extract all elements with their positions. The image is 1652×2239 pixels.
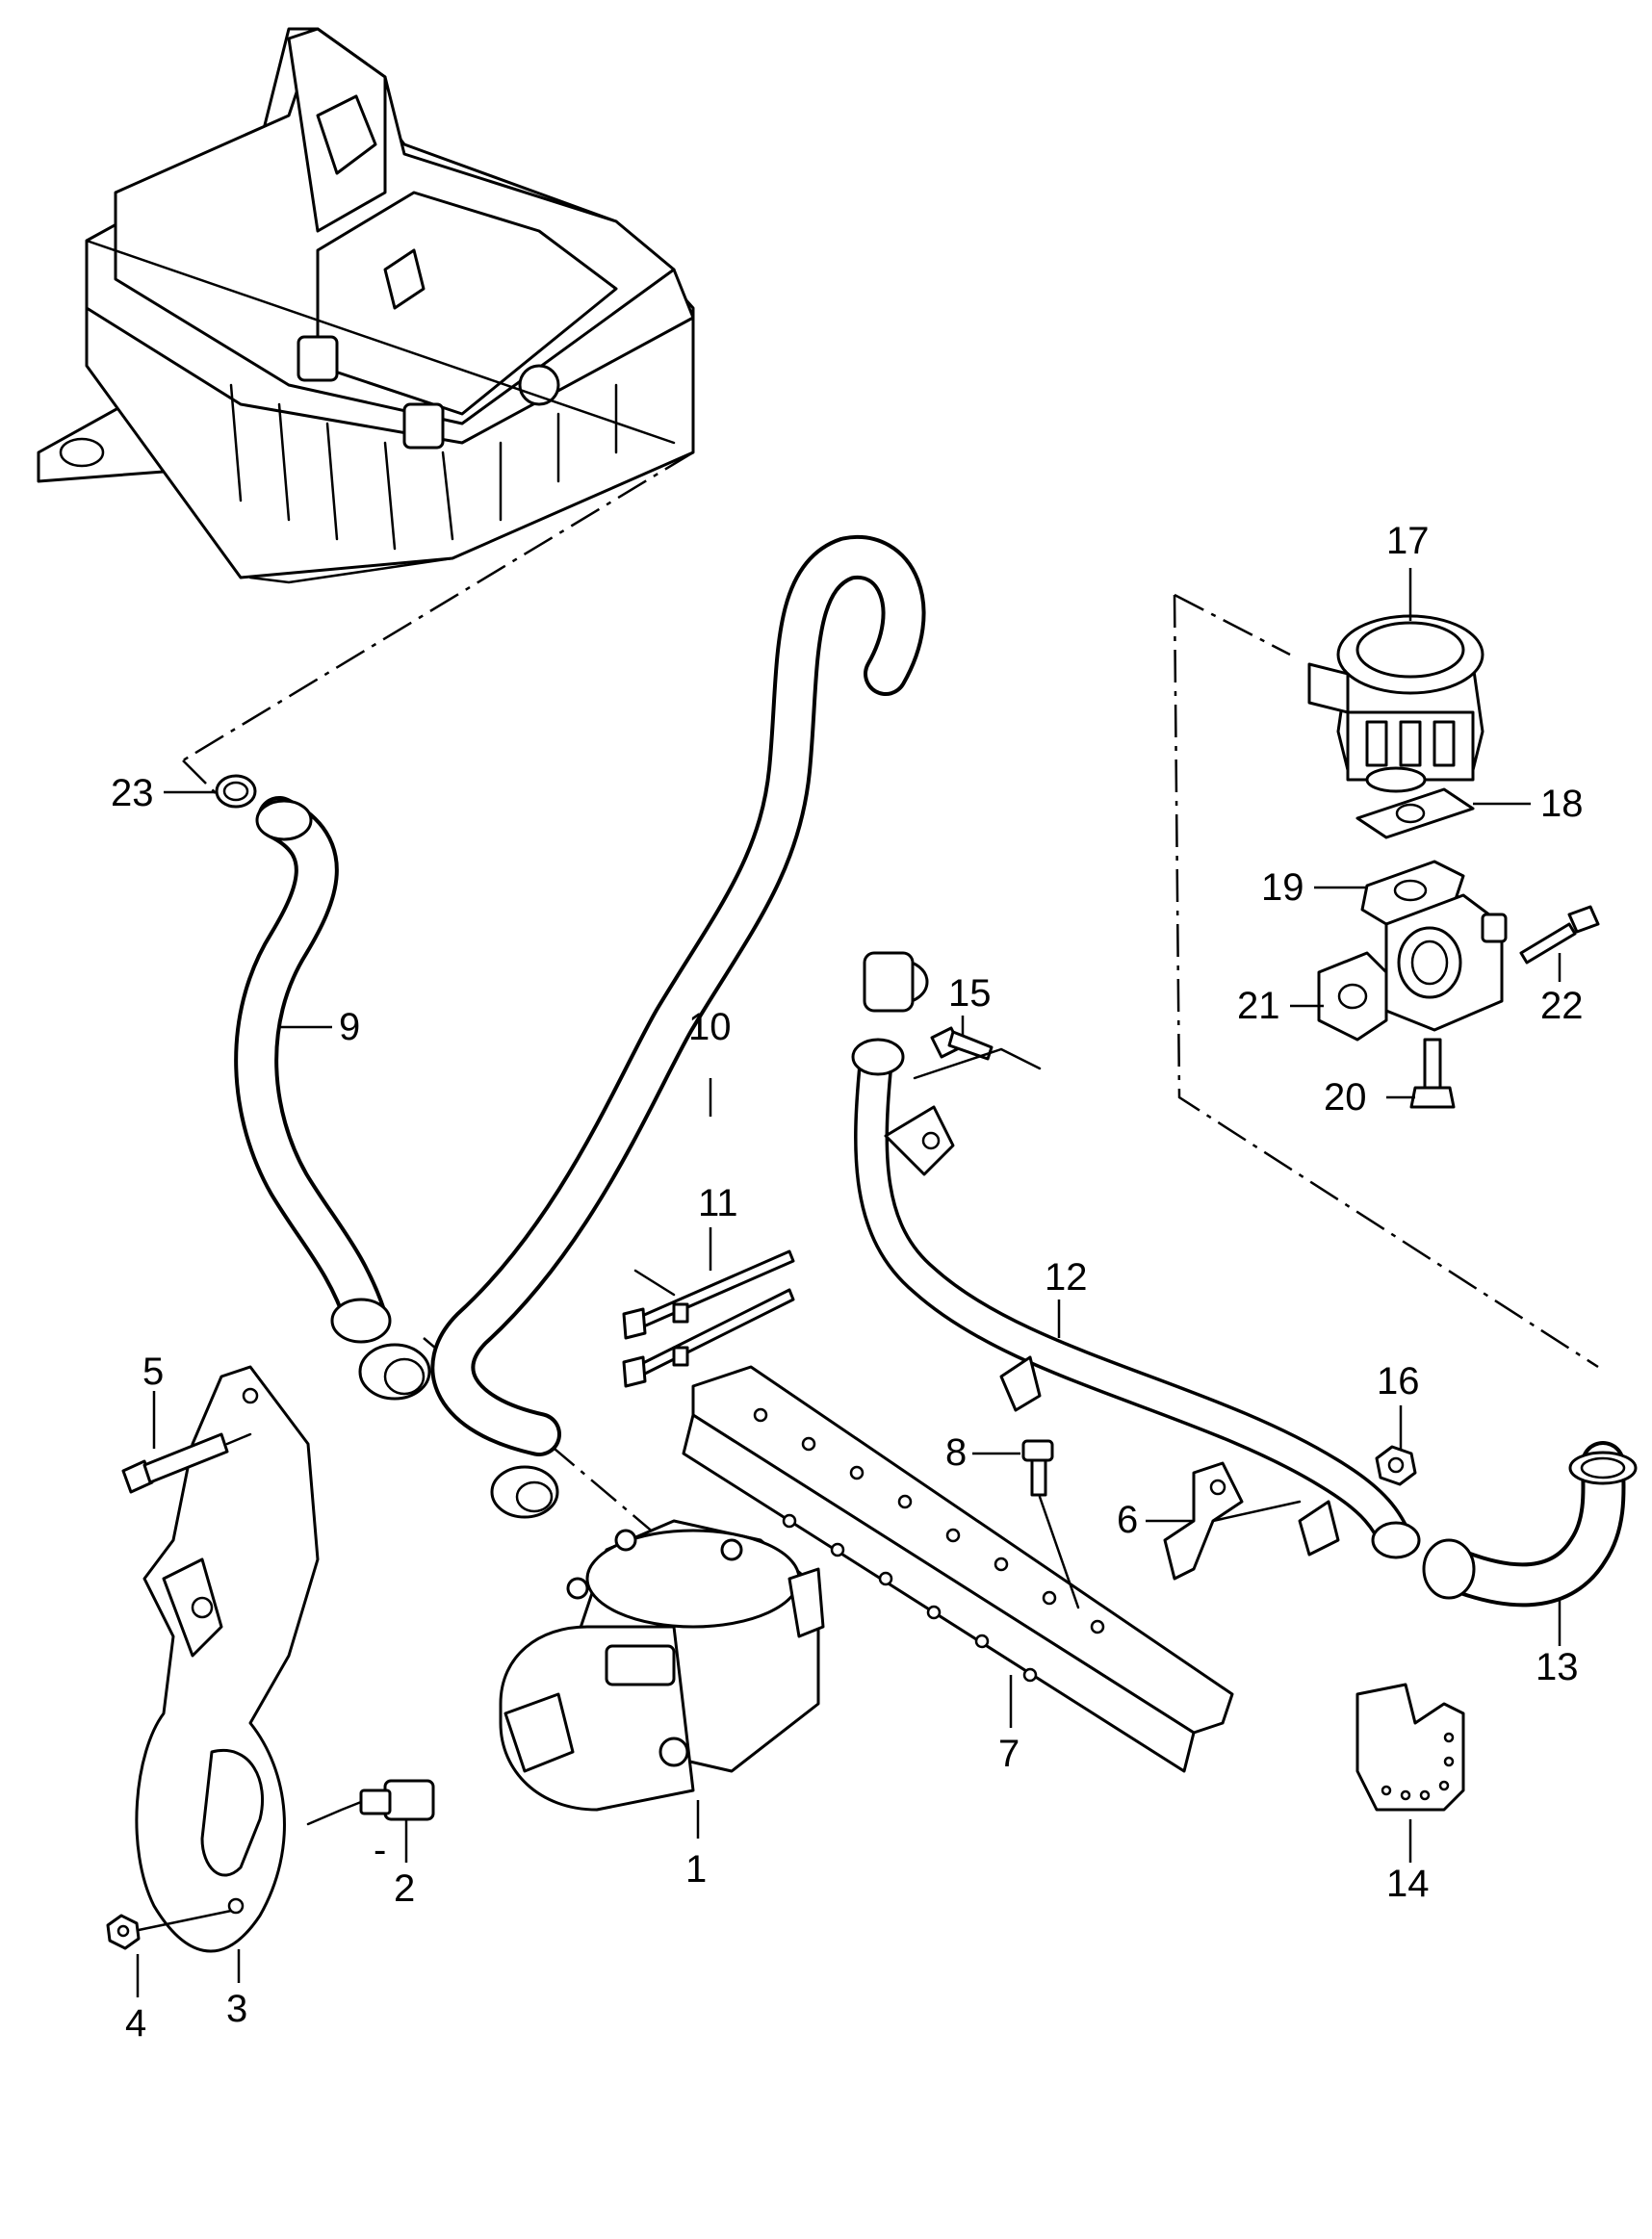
callout-1: 1 [685,1848,707,1891]
callout-10: 10 [688,1006,732,1048]
gasket-18 [1355,787,1475,839]
connection-lines [182,450,1599,1551]
bolt-8 [1021,1439,1080,1609]
callout-21: 21 [1237,985,1280,1027]
callout-20: 20 [1324,1076,1367,1119]
callout-17: 17 [1386,520,1430,562]
callout-2: 2 [394,1867,415,1910]
leader-lines [136,568,1562,1997]
callout-7: 7 [998,1733,1020,1775]
callout-23: 23 [111,772,154,814]
callout-3: 3 [226,1988,247,2030]
hose-9 [234,796,431,1401]
callout-18: 18 [1540,783,1584,825]
callout-5: 5 [142,1351,164,1393]
sensor-2: - [306,1779,435,1871]
svg-text:-: - [374,1829,386,1871]
bolt-5 [121,1432,252,1494]
callout-15: 15 [948,972,992,1015]
hose-10 [430,534,929,1519]
callout-8: 8 [945,1431,967,1474]
nut-4 [106,1909,233,1950]
bracket-rail-7 [682,1365,1234,1773]
callout-13: 13 [1536,1646,1579,1688]
callout-12: 12 [1045,1256,1088,1299]
callout-16: 16 [1377,1360,1420,1403]
bracket-3 [135,1365,320,1953]
bolt-15 [913,1026,1042,1080]
cable-ties-11 [622,1249,795,1388]
callout-4: 4 [125,2002,146,2045]
callout-11: 11 [698,1182,738,1224]
hose-clamp-23 [215,774,257,809]
bolt-20 [1409,1038,1456,1109]
bracket-6 [1163,1461,1302,1581]
callout-22: 22 [1540,985,1584,1027]
pipe-12 [851,1038,1421,1559]
cover-plate-14 [1355,1683,1465,1812]
callout-9: 9 [339,1006,360,1048]
bolt-22 [1519,905,1600,965]
air-pump-1 [499,1519,825,1812]
callout-labels: 1 2 3 4 5 6 7 8 9 10 11 12 13 14 15 16 1… [111,520,1584,2045]
nut-16 [1375,1445,1417,1486]
callout-6: 6 [1117,1499,1138,1541]
callout-19: 19 [1261,866,1304,909]
valve-body-21 [1317,893,1508,1042]
valve-17 [1307,614,1484,793]
air-filter-housing [37,27,695,584]
callout-14: 14 [1386,1863,1430,1905]
hose-13 [1422,1441,1638,1608]
